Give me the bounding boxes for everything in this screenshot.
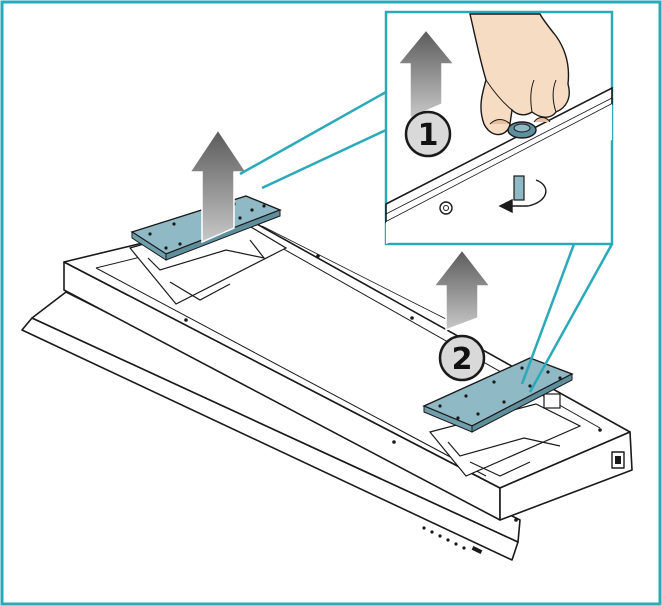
step-1-badge: 1 [404,110,452,158]
step-1-number: 1 [418,118,439,153]
recess-right [428,393,582,477]
hand-icon [469,13,570,136]
up-arrow-icon [432,248,492,332]
up-arrow-icon [188,128,248,244]
access-panel-2 [422,357,574,433]
step-2-number: 2 [452,342,473,377]
front-flap-top [31,291,521,543]
front-indicator-leds [422,526,483,554]
right-end-face [499,431,633,521]
callout-leaders [239,90,614,393]
step-2-badge: 2 [438,334,486,382]
rotate-arrow-icon [498,179,547,214]
up-arrow-icon [396,28,456,120]
zoom-callout: 1 [384,10,614,246]
